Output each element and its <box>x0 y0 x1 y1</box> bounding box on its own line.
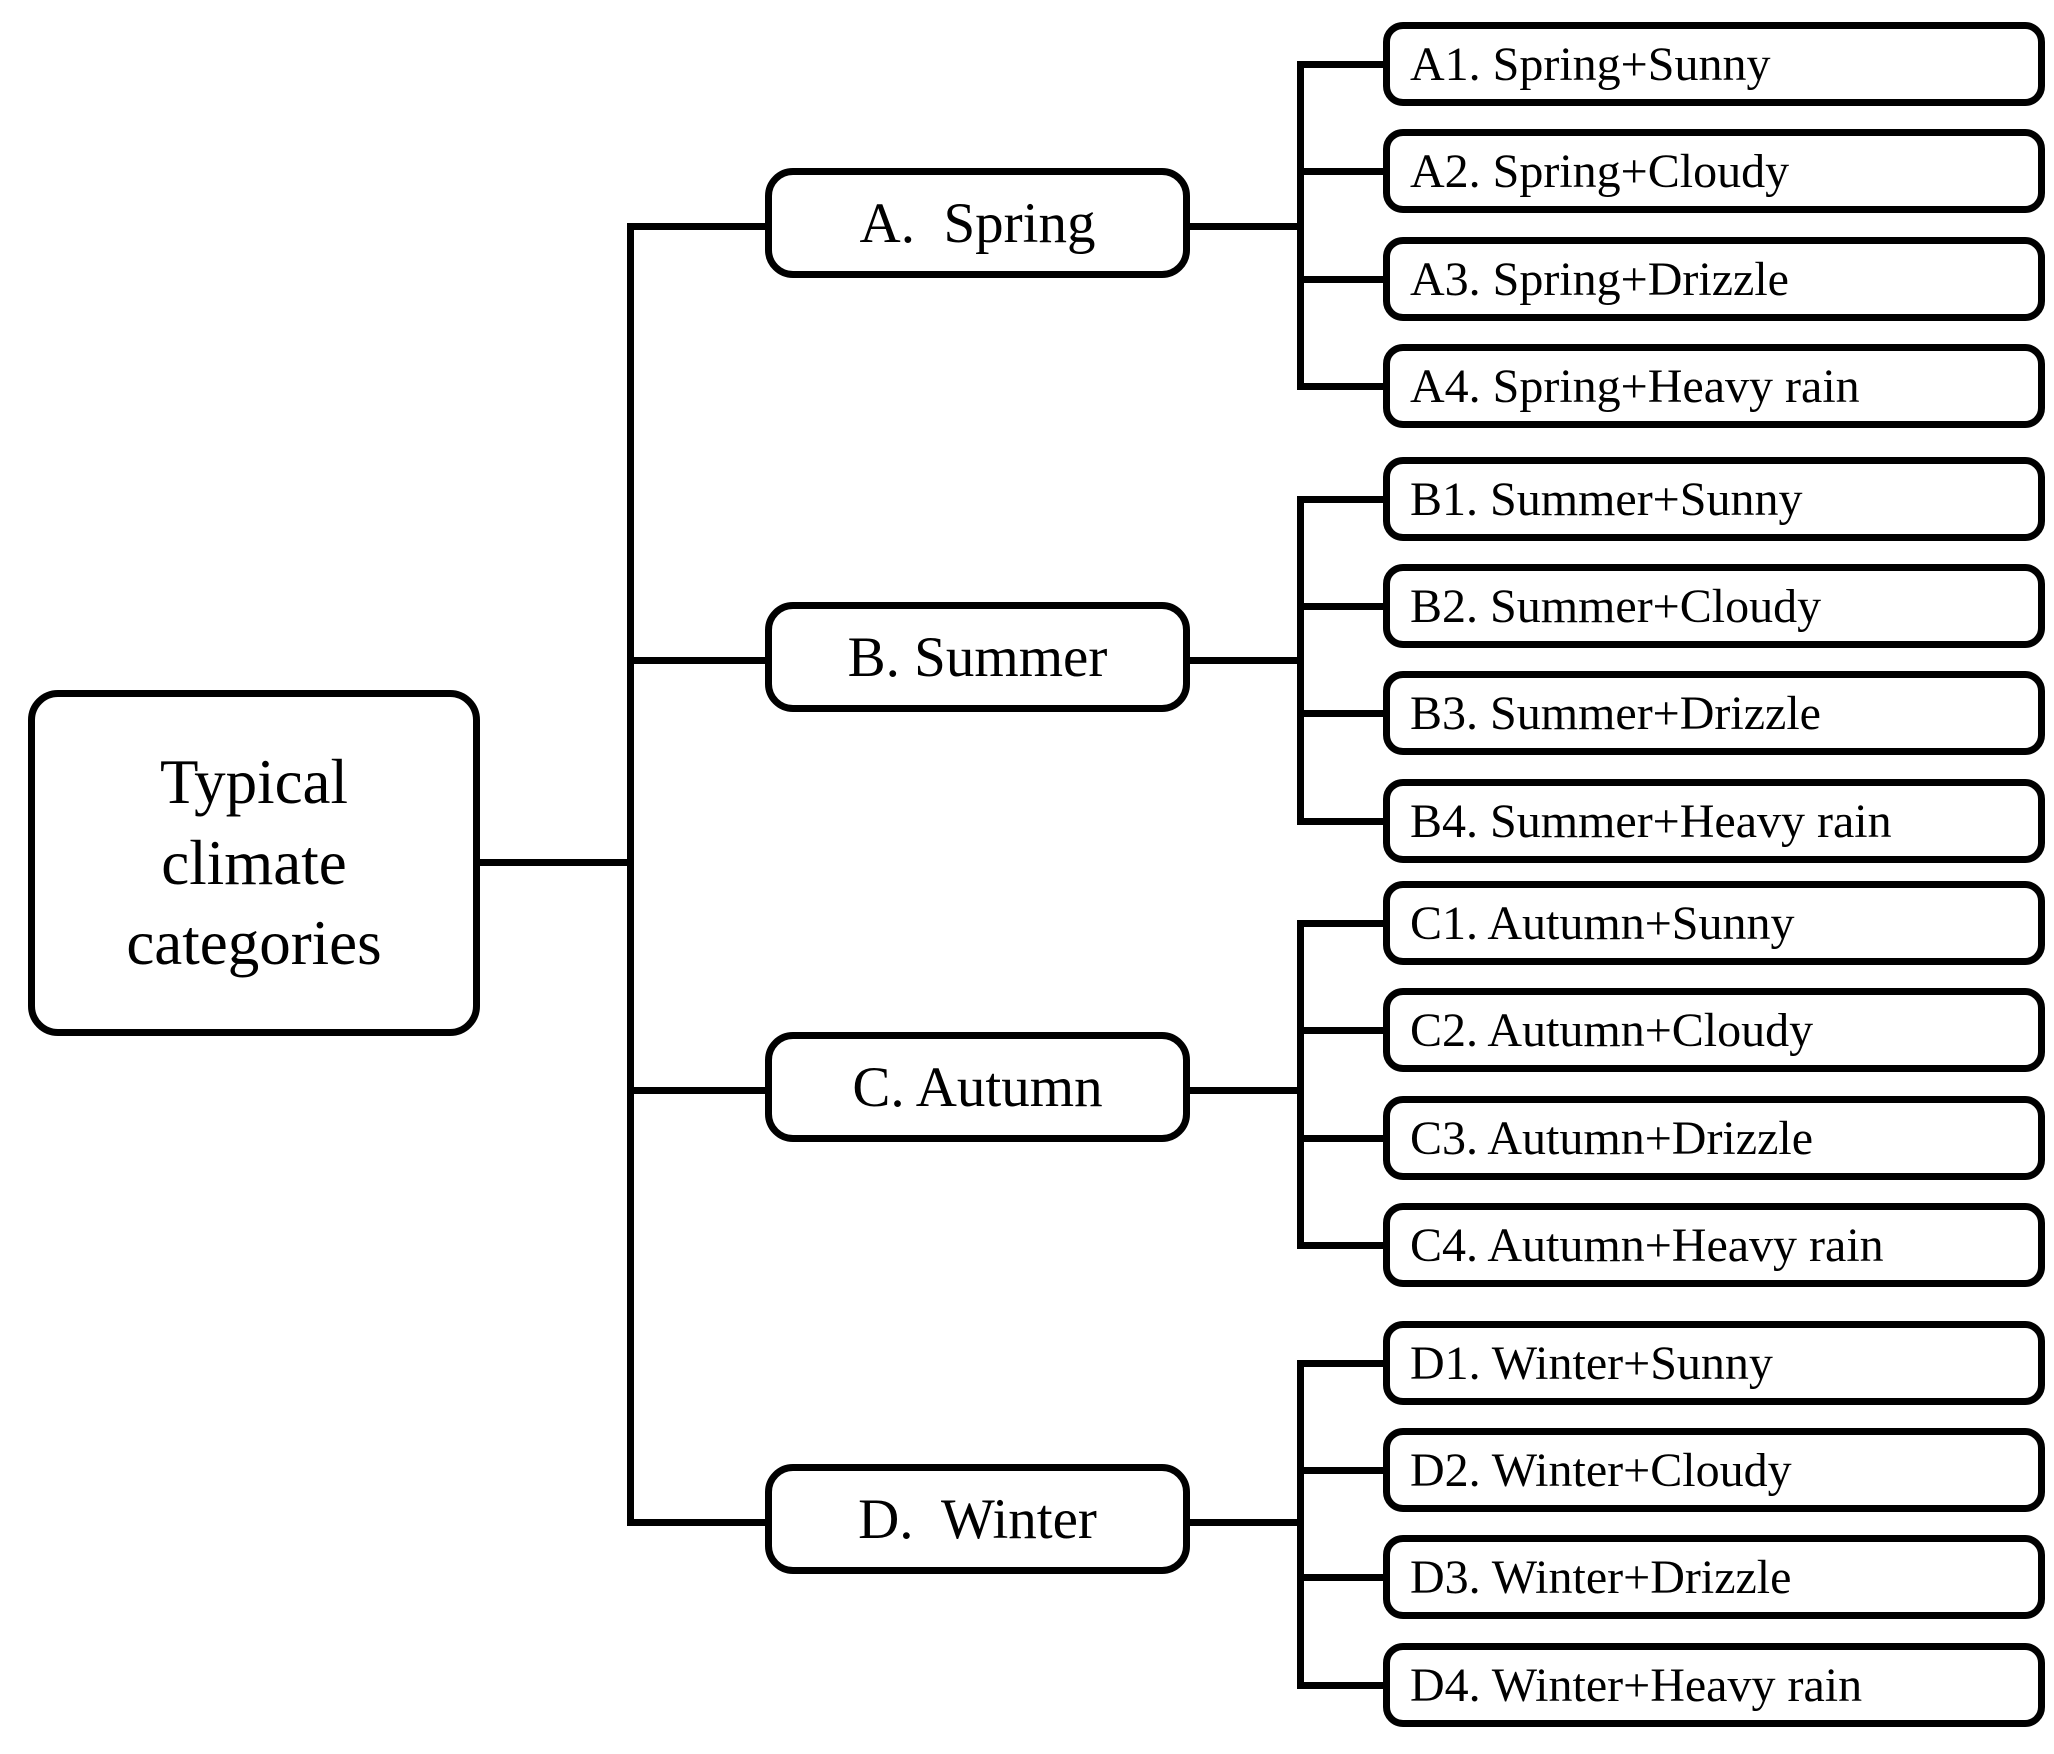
connector-root-stem <box>480 859 630 866</box>
leaf-node-c4[interactable]: C4. Autumn+Heavy rain <box>1383 1203 2045 1287</box>
leaf-node-a4[interactable]: A4. Spring+Heavy rain <box>1383 344 2045 428</box>
leaf-node-a3-label: A3. Spring+Drizzle <box>1410 252 1789 306</box>
leaf-node-d2-label: D2. Winter+Cloudy <box>1410 1443 1792 1497</box>
connector-to-leaf-b1 <box>1297 496 1387 503</box>
leaf-node-b4-label: B4. Summer+Heavy rain <box>1410 794 1892 848</box>
branch-node-d-winter[interactable]: D. Winter <box>765 1464 1190 1574</box>
leaf-node-b1[interactable]: B1. Summer+Sunny <box>1383 457 2045 541</box>
leaf-node-c4-label: C4. Autumn+Heavy rain <box>1410 1218 1884 1272</box>
connector-group-c-spine <box>1297 920 1304 1249</box>
branch-node-d-label: D. Winter <box>858 1487 1097 1551</box>
connector-to-leaf-b3 <box>1297 710 1387 717</box>
connector-group-a-spine <box>1297 61 1304 390</box>
leaf-node-d1-label: D1. Winter+Sunny <box>1410 1336 1773 1390</box>
connector-to-leaf-c3 <box>1297 1135 1387 1142</box>
connector-to-branch-a <box>627 223 769 230</box>
connector-group-b-spine <box>1297 496 1304 825</box>
branch-node-c-autumn[interactable]: C. Autumn <box>765 1032 1190 1142</box>
leaf-node-a1[interactable]: A1. Spring+Sunny <box>1383 22 2045 106</box>
connector-level1-spine <box>627 223 634 1526</box>
leaf-node-a2[interactable]: A2. Spring+Cloudy <box>1383 129 2045 213</box>
connector-to-branch-b <box>627 657 769 664</box>
connector-to-leaf-a4 <box>1297 383 1387 390</box>
branch-node-b-summer[interactable]: B. Summer <box>765 602 1190 712</box>
leaf-node-d3[interactable]: D3. Winter+Drizzle <box>1383 1535 2045 1619</box>
branch-node-a-label: A. Spring <box>859 191 1096 255</box>
leaf-node-c3[interactable]: C3. Autumn+Drizzle <box>1383 1096 2045 1180</box>
connector-to-leaf-a3 <box>1297 276 1387 283</box>
connector-to-leaf-c2 <box>1297 1027 1387 1034</box>
leaf-node-a3[interactable]: A3. Spring+Drizzle <box>1383 237 2045 321</box>
connector-to-leaf-d1 <box>1297 1360 1387 1367</box>
connector-to-leaf-c4 <box>1297 1242 1387 1249</box>
connector-to-leaf-d4 <box>1297 1682 1387 1689</box>
connector-to-leaf-d3 <box>1297 1574 1387 1581</box>
leaf-node-b4[interactable]: B4. Summer+Heavy rain <box>1383 779 2045 863</box>
connector-to-leaf-a1 <box>1297 61 1387 68</box>
leaf-node-d3-label: D3. Winter+Drizzle <box>1410 1550 1792 1604</box>
leaf-node-b2[interactable]: B2. Summer+Cloudy <box>1383 564 2045 648</box>
connector-to-leaf-b2 <box>1297 603 1387 610</box>
connector-to-branch-d <box>627 1519 769 1526</box>
branch-node-c-label: C. Autumn <box>852 1055 1103 1119</box>
leaf-node-d4[interactable]: D4. Winter+Heavy rain <box>1383 1643 2045 1727</box>
leaf-node-a1-label: A1. Spring+Sunny <box>1410 37 1771 91</box>
leaf-node-a2-label: A2. Spring+Cloudy <box>1410 144 1790 198</box>
leaf-node-c2[interactable]: C2. Autumn+Cloudy <box>1383 988 2045 1072</box>
connector-to-branch-c <box>627 1087 769 1094</box>
leaf-node-b2-label: B2. Summer+Cloudy <box>1410 579 1822 633</box>
root-node-typical-climate-categories[interactable]: Typical climate categories <box>28 690 480 1036</box>
connector-branch-a-stem <box>1186 223 1304 230</box>
connector-branch-c-stem <box>1186 1087 1304 1094</box>
connector-to-leaf-a2 <box>1297 168 1387 175</box>
leaf-node-c2-label: C2. Autumn+Cloudy <box>1410 1003 1814 1057</box>
leaf-node-d4-label: D4. Winter+Heavy rain <box>1410 1658 1863 1712</box>
connector-to-leaf-b4 <box>1297 818 1387 825</box>
leaf-node-d1[interactable]: D1. Winter+Sunny <box>1383 1321 2045 1405</box>
leaf-node-a4-label: A4. Spring+Heavy rain <box>1410 359 1860 413</box>
leaf-node-c3-label: C3. Autumn+Drizzle <box>1410 1111 1814 1165</box>
connector-branch-d-stem <box>1186 1519 1304 1526</box>
leaf-node-c1[interactable]: C1. Autumn+Sunny <box>1383 881 2045 965</box>
connector-to-leaf-c1 <box>1297 920 1387 927</box>
leaf-node-c1-label: C1. Autumn+Sunny <box>1410 896 1795 950</box>
leaf-node-b3-label: B3. Summer+Drizzle <box>1410 686 1821 740</box>
branch-node-b-label: B. Summer <box>847 625 1108 689</box>
branch-node-a-spring[interactable]: A. Spring <box>765 168 1190 278</box>
leaf-node-b1-label: B1. Summer+Sunny <box>1410 472 1803 526</box>
connector-group-d-spine <box>1297 1360 1304 1689</box>
connector-branch-b-stem <box>1186 657 1304 664</box>
root-node-label: Typical climate categories <box>126 747 382 979</box>
leaf-node-d2[interactable]: D2. Winter+Cloudy <box>1383 1428 2045 1512</box>
leaf-node-b3[interactable]: B3. Summer+Drizzle <box>1383 671 2045 755</box>
connector-to-leaf-d2 <box>1297 1467 1387 1474</box>
